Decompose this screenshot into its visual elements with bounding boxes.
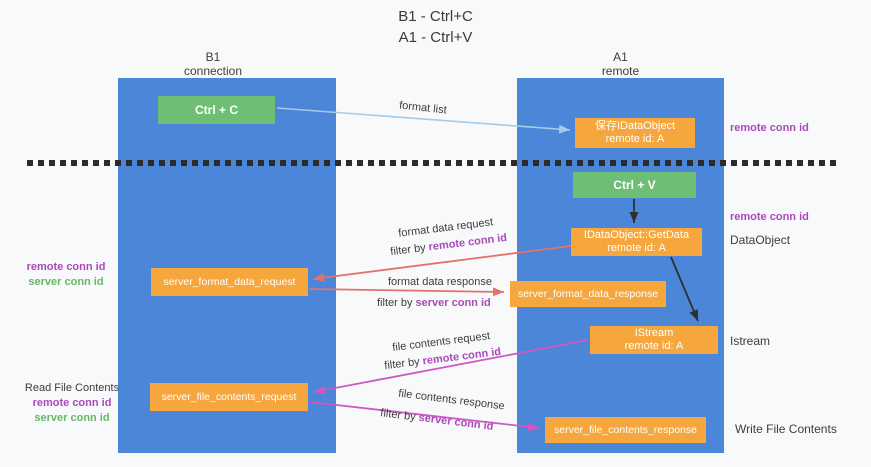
node-save-idataobject-line1: 保存IDataObject (594, 120, 676, 132)
diagram-title: B1 - Ctrl+C A1 - Ctrl+V (0, 6, 871, 48)
label-file-contents-response: file contents response (397, 387, 506, 413)
lane-b1-role: connection (183, 64, 243, 78)
node-save-idataobject: 保存IDataObject remote id: A (575, 118, 695, 148)
lane-a1-role: remote (601, 64, 640, 78)
annotation-istream: Istream (730, 334, 771, 348)
annotation-read-file-contents: Read File Contents remote conn id server… (18, 381, 126, 426)
label-filter-by-server-2: filter by server conn id (380, 407, 494, 433)
lane-a1-name: A1 (613, 50, 628, 64)
lane-b1-name: B1 (205, 50, 221, 64)
node-server-file-contents-request: server_file_contents_request (150, 383, 308, 411)
annotation-left-conn-ids: remote conn id server conn id (20, 260, 112, 290)
filter-by-text: filter by (377, 297, 413, 309)
node-istream-line1: IStream (634, 327, 674, 339)
left-server-conn-id: server conn id (28, 276, 104, 288)
node-getdata-line1: IDataObject::GetData (583, 229, 690, 241)
node-server-format-data-response: server_format_data_response (510, 281, 666, 307)
title-line-1: B1 - Ctrl+C (398, 8, 473, 25)
label-format-data-response: format data response (388, 276, 492, 288)
remote-conn-id-text: remote conn id (427, 231, 508, 254)
server-conn-id-text: server conn id (415, 297, 491, 309)
label-format-list: format list (398, 99, 448, 117)
node-idataobject-getdata: IDataObject::GetData remote id: A (571, 228, 702, 256)
read-file-contents-label: Read File Contents (24, 382, 120, 394)
annotation-dataobject: DataObject (730, 233, 791, 247)
node-ctrl-c: Ctrl + C (158, 96, 275, 124)
annotation-remote-conn-id-1: remote conn id (730, 122, 809, 134)
filter-by-text: filter by (379, 407, 417, 424)
phase-separator-dashed-line (27, 160, 837, 166)
lane-header-b1: B1 connection (104, 50, 322, 78)
left-server-conn-id-2: server conn id (34, 412, 110, 424)
annotation-write-file-contents: Write File Contents (735, 422, 837, 436)
arrow-format-data-response (308, 287, 505, 297)
node-save-idataobject-line2: remote id: A (605, 133, 665, 145)
node-istream-line2: remote id: A (624, 340, 684, 352)
lane-header-a1: A1 remote (517, 50, 724, 78)
node-istream: IStream remote id: A (590, 326, 718, 354)
filter-by-text: filter by (383, 355, 421, 373)
label-filter-by-server-1: filter by server conn id (377, 297, 491, 309)
node-ctrl-v: Ctrl + V (573, 172, 696, 198)
left-remote-conn-id: remote conn id (26, 261, 106, 273)
server-conn-id-text: server conn id (417, 411, 495, 433)
filter-by-text: filter by (389, 241, 427, 259)
left-remote-conn-id-2: remote conn id (32, 397, 112, 409)
remote-conn-id-text: remote conn id (421, 345, 502, 368)
title-line-2: A1 - Ctrl+V (398, 29, 473, 46)
node-server-format-data-request: server_format_data_request (151, 268, 308, 296)
annotation-remote-conn-id-2: remote conn id (730, 211, 809, 223)
node-server-file-contents-response: server_file_contents_response (545, 417, 706, 443)
node-getdata-line2: remote id: A (607, 242, 666, 254)
